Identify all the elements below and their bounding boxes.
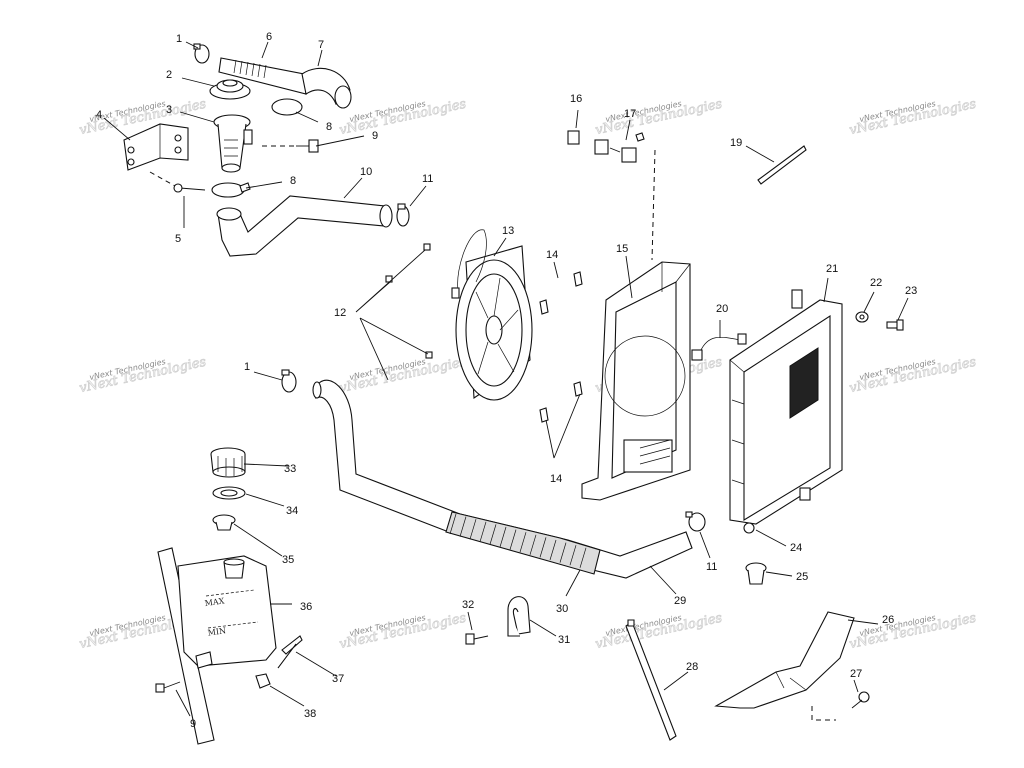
bolt-32 bbox=[465, 633, 489, 645]
callout-20: 20 bbox=[716, 303, 728, 315]
callout-26: 26 bbox=[882, 614, 894, 626]
callout-23: 23 bbox=[905, 285, 917, 297]
tie-strap-28 bbox=[625, 619, 677, 741]
fan-screws bbox=[355, 243, 433, 381]
cap-gasket bbox=[212, 486, 246, 500]
hose-clamp-8-lower bbox=[211, 182, 251, 198]
callout-30: 30 bbox=[556, 603, 568, 615]
callout-10: 10 bbox=[360, 166, 372, 178]
callout-38: 38 bbox=[304, 708, 316, 720]
callout-4: 4 bbox=[96, 109, 102, 121]
screw-9-lower bbox=[155, 681, 181, 693]
callout-16: 16 bbox=[570, 93, 582, 105]
callout-24: 24 bbox=[790, 542, 802, 554]
callout-22: 22 bbox=[870, 277, 882, 289]
screw-27 bbox=[851, 691, 870, 709]
callout-3: 3 bbox=[166, 104, 172, 116]
drain-plug-25 bbox=[745, 562, 767, 585]
leader-lines bbox=[103, 41, 909, 717]
hose-clamp-11-lower bbox=[685, 511, 706, 532]
hose-clamp-1-mid bbox=[281, 369, 297, 393]
hose-fitting-38 bbox=[255, 673, 271, 689]
callout-8-upper: 8 bbox=[326, 121, 332, 133]
mounting-bracket bbox=[123, 123, 189, 171]
callout-14-lower: 14 bbox=[550, 473, 562, 485]
overflow-hose bbox=[277, 635, 303, 669]
callout-32: 32 bbox=[462, 599, 474, 611]
callout-labels: 1 6 7 2 8 4 3 9 8 10 11 5 13 16 17 19 12… bbox=[96, 31, 917, 730]
cooling-fan bbox=[451, 229, 533, 401]
callout-1-mid: 1 bbox=[244, 361, 250, 373]
callout-36: 36 bbox=[300, 601, 312, 613]
callout-5: 5 bbox=[175, 233, 181, 245]
upper-hose bbox=[218, 57, 352, 109]
bolt-5 bbox=[149, 171, 206, 193]
coolant-hose-10 bbox=[216, 195, 393, 257]
callout-29: 29 bbox=[674, 595, 686, 607]
filler-strainer bbox=[212, 514, 236, 531]
retaining-clips bbox=[539, 271, 583, 459]
tank-min-mark: MIN bbox=[207, 626, 226, 637]
radiator-lower-bracket bbox=[714, 611, 855, 721]
callout-11-upper: 11 bbox=[422, 173, 433, 185]
callout-21: 21 bbox=[826, 263, 838, 275]
callout-17: 17 bbox=[624, 108, 636, 120]
screw-9-upper bbox=[262, 139, 319, 153]
fan-shroud bbox=[581, 261, 691, 501]
callout-27: 27 bbox=[850, 668, 862, 680]
callout-19: 19 bbox=[730, 137, 742, 149]
callout-6: 6 bbox=[266, 31, 272, 43]
callout-37: 37 bbox=[332, 673, 344, 685]
callout-9-lower: 9 bbox=[190, 718, 196, 730]
hose-clamp-8-upper bbox=[271, 98, 303, 116]
callout-7: 7 bbox=[318, 39, 324, 51]
radiator bbox=[729, 289, 843, 525]
callout-15: 15 bbox=[616, 243, 628, 255]
callout-2: 2 bbox=[166, 69, 172, 81]
protective-sleeve bbox=[445, 511, 601, 575]
callout-8-lower: 8 bbox=[290, 175, 296, 187]
reservoir-cap bbox=[210, 447, 246, 478]
temperature-sensor bbox=[691, 333, 747, 361]
radiator-cap bbox=[209, 79, 251, 100]
callout-14-upper: 14 bbox=[546, 249, 558, 261]
filler-neck bbox=[213, 114, 253, 173]
hose-bracket-31 bbox=[507, 596, 531, 637]
callout-28: 28 bbox=[686, 661, 698, 673]
coolant-reservoir: MAX MIN bbox=[157, 547, 277, 745]
callout-9-upper: 9 bbox=[372, 130, 378, 142]
callout-13: 13 bbox=[502, 225, 514, 237]
callout-34: 34 bbox=[286, 505, 298, 517]
hose-clamp-11-upper bbox=[396, 203, 410, 227]
callout-11-lower: 11 bbox=[706, 561, 717, 573]
bolt-23 bbox=[886, 319, 904, 331]
nut-22 bbox=[855, 311, 869, 323]
callout-33: 33 bbox=[284, 463, 296, 475]
tank-max-mark: MAX bbox=[204, 596, 225, 608]
callout-12: 12 bbox=[334, 307, 346, 319]
tie-strap-19 bbox=[757, 145, 807, 185]
rubber-grommets bbox=[567, 130, 656, 261]
callout-35: 35 bbox=[282, 554, 294, 566]
hose-clamp-top bbox=[193, 43, 210, 64]
callout-25: 25 bbox=[796, 571, 808, 583]
callout-31: 31 bbox=[558, 634, 570, 646]
callout-1-top: 1 bbox=[176, 33, 182, 45]
drain-fitting-24 bbox=[743, 522, 755, 534]
